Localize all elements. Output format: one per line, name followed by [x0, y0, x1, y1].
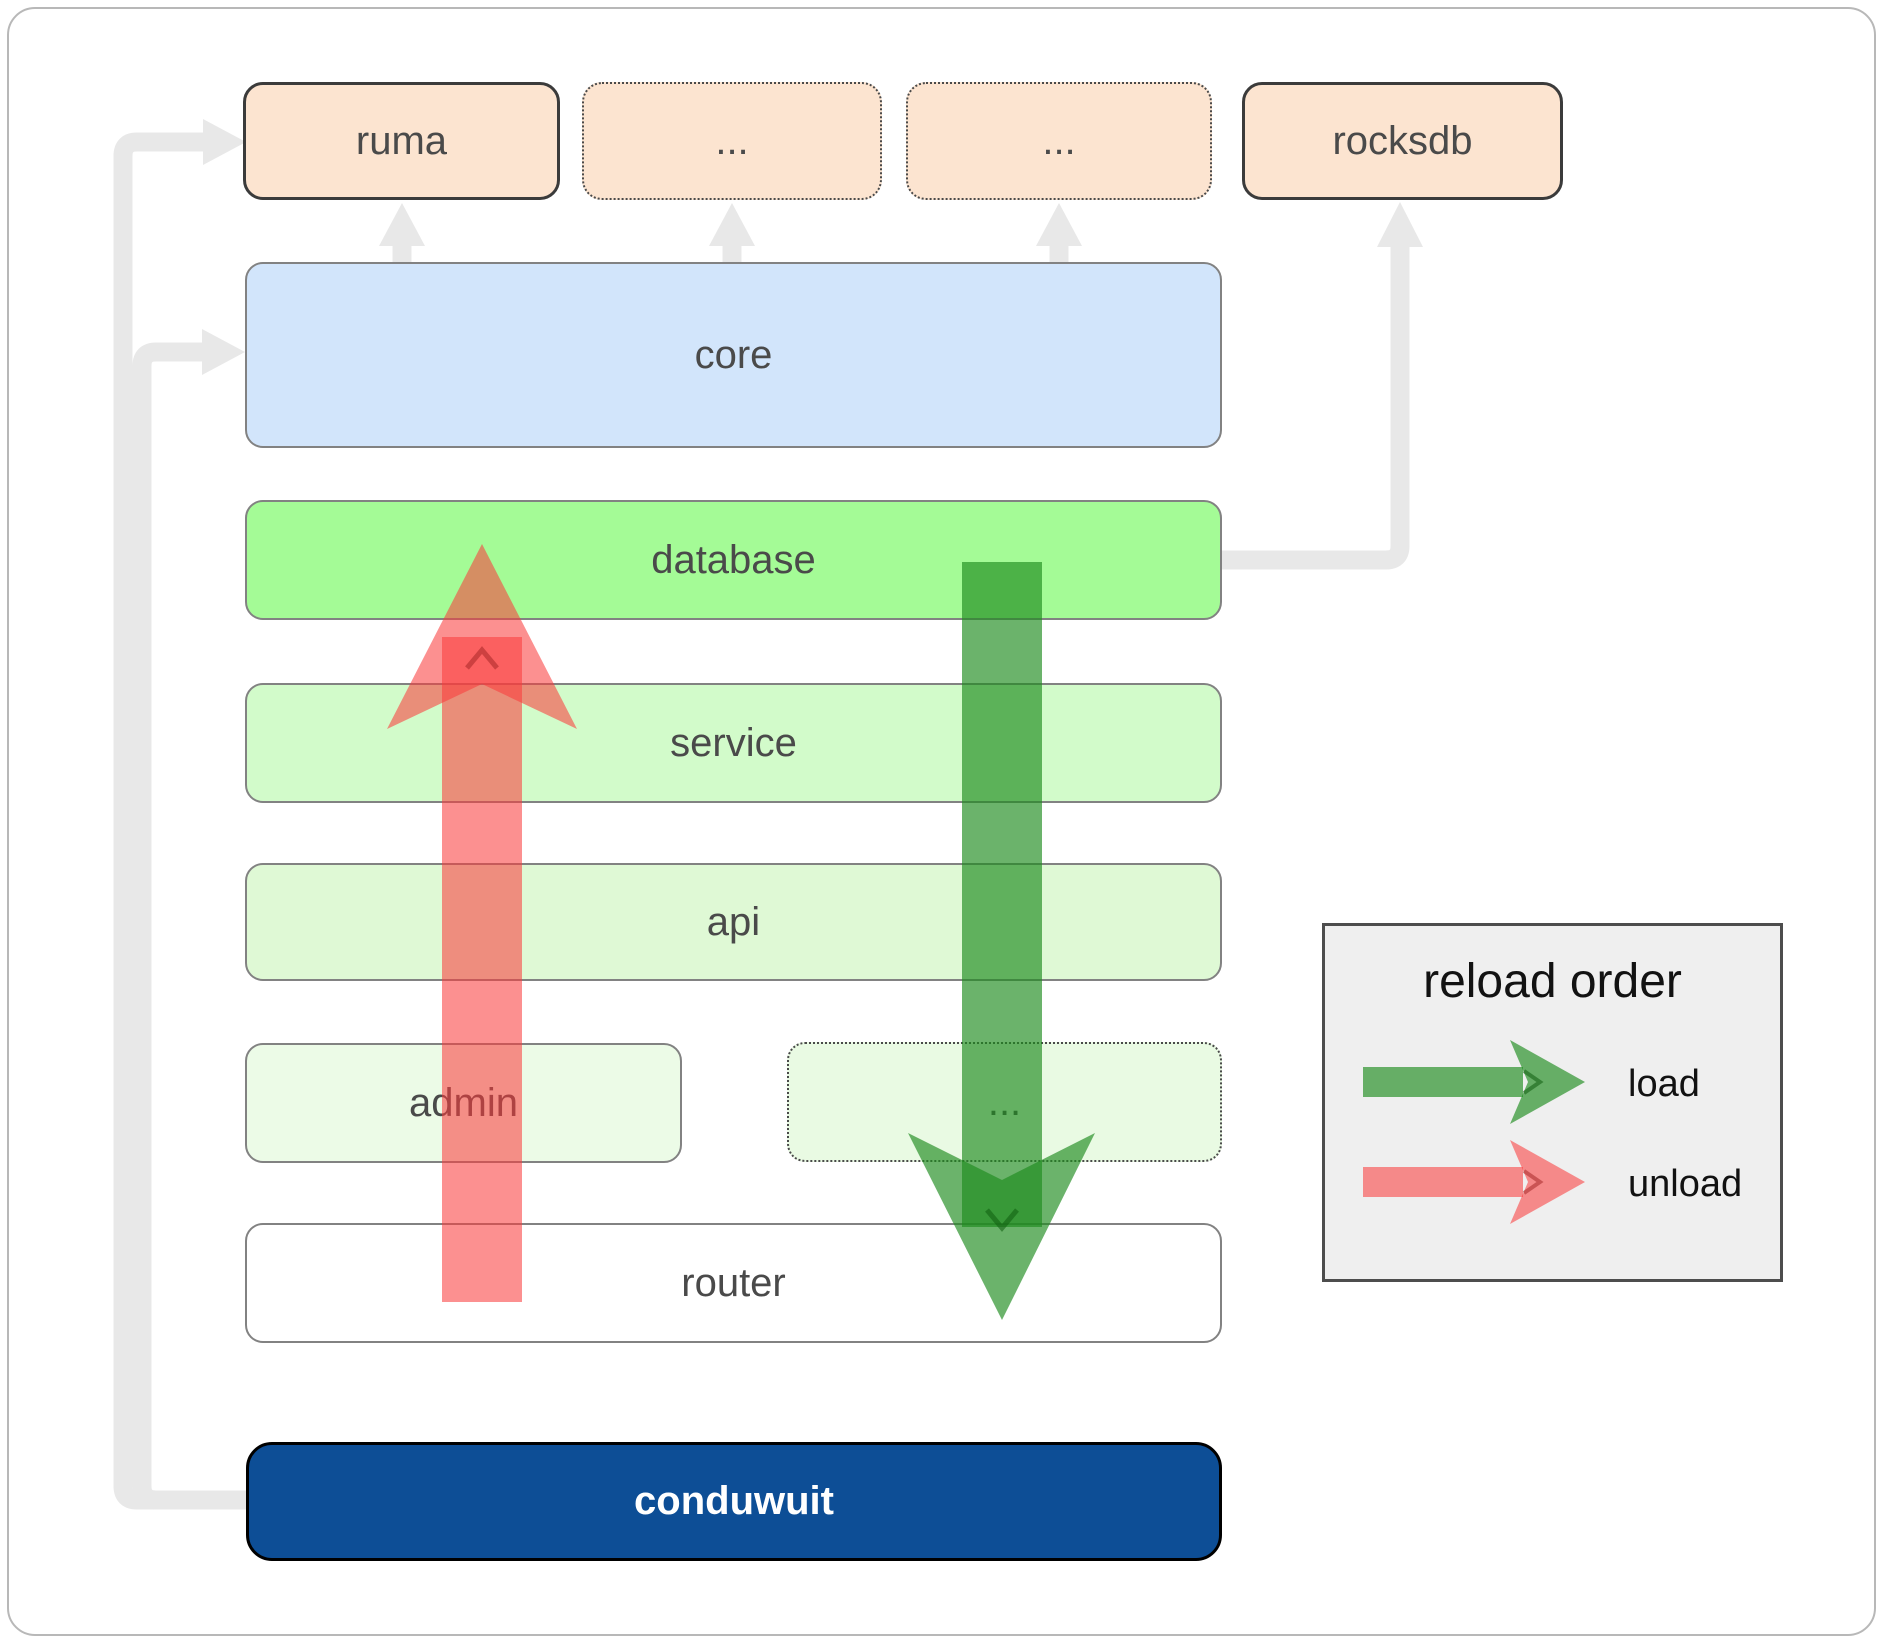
node-ellipsis-admin: ...: [787, 1042, 1222, 1162]
node-rocksdb-label: rocksdb: [1332, 118, 1473, 163]
node-router: router: [245, 1223, 1222, 1343]
legend-unload-label: unload: [1628, 1163, 1743, 1205]
node-service-label: service: [670, 720, 797, 765]
node-admin-label: admin: [409, 1080, 518, 1125]
node-rocksdb: rocksdb: [1242, 82, 1563, 200]
node-ellipsis-top-1-label: ...: [715, 118, 749, 163]
legend-load-label: load: [1628, 1063, 1700, 1105]
diagram-canvas: [7, 7, 1876, 1636]
node-core-label: core: [694, 332, 773, 377]
node-ellipsis-admin-label: ...: [987, 1079, 1022, 1124]
node-database-label: database: [651, 537, 816, 582]
node-conduwuit-label: conduwuit: [634, 1479, 834, 1523]
legend-title: reload order: [1423, 955, 1682, 1008]
node-admin: admin: [245, 1043, 682, 1163]
node-core: core: [245, 262, 1222, 448]
node-service: service: [245, 683, 1222, 803]
node-ellipsis-top-1: ...: [582, 82, 882, 200]
node-api-label: api: [706, 899, 761, 944]
node-database: database: [245, 500, 1222, 620]
node-ruma-label: ruma: [355, 118, 448, 163]
node-ruma: ruma: [243, 82, 560, 200]
node-ellipsis-top-2-label: ...: [1042, 118, 1076, 163]
node-ellipsis-top-2: ...: [906, 82, 1212, 200]
node-router-label: router: [681, 1260, 786, 1305]
node-api: api: [245, 863, 1222, 981]
legend-reload-order: reload order load unload: [1322, 923, 1783, 1282]
node-conduwuit: conduwuit: [246, 1442, 1222, 1561]
